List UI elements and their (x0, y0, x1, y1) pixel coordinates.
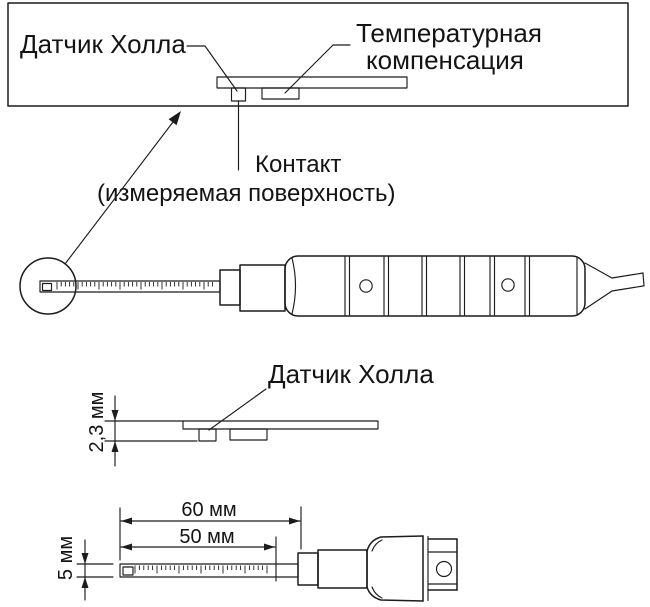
collar-small-dim (297, 552, 319, 586)
thickness-dim-text: 2,3 мм (86, 392, 108, 453)
handle-hole-left (359, 279, 373, 293)
blade-ruler-ticks (56, 282, 213, 290)
dimension-5mm: 5 мм (55, 536, 114, 601)
handle-hole-dim (435, 560, 453, 578)
handle-hole-right (501, 278, 515, 292)
hall-sensor-label-top: Датчик Холла (20, 29, 186, 59)
temp-comp-chip (261, 87, 300, 100)
detail-box-frame (7, 2, 629, 107)
dimension-50mm: 50 мм (120, 526, 277, 582)
detail-box-view: Датчик Холла Температурная компенсация К… (7, 2, 629, 207)
probe-tip-sensor-dim (122, 566, 134, 576)
collar-large-dim (317, 549, 368, 589)
hall-sensor-chip-profile (198, 428, 217, 442)
contact-label-line2: (измеряемая поверхность) (97, 180, 396, 207)
probe-blade-section (216, 76, 408, 89)
blade-ruler-ticks-dim (134, 565, 268, 574)
inner-length-dim-text: 50 мм (179, 526, 234, 548)
probe-blade (39, 280, 221, 293)
probe-tip-sensor (41, 282, 53, 292)
handle-body (284, 255, 586, 317)
contact-label-line1: Контакт (255, 151, 341, 178)
cable-taper (584, 262, 645, 310)
callout-circle (19, 257, 77, 315)
probe-blade-dim (119, 563, 299, 578)
dimension-60mm: 60 мм (119, 499, 302, 561)
temp-comp-leader (284, 44, 351, 94)
blade-profile (182, 420, 379, 430)
outer-length-dim-text: 60 мм (181, 499, 236, 521)
temp-comp-chip-profile (229, 428, 268, 441)
callout-arrow-shaft (64, 121, 174, 265)
temp-comp-label-line2: компенсация (366, 45, 524, 75)
hall-sensor-chip (230, 87, 247, 102)
probe-side-view (19, 111, 645, 317)
blade-width-dim-text: 5 мм (55, 536, 77, 580)
handle-left-cap-line (291, 257, 297, 315)
handle-grip-grooves (344, 256, 531, 316)
hall-sensor-label-mid: Датчик Холла (268, 359, 434, 389)
handle-start-dim (427, 538, 458, 591)
hall-sensor-leader (186, 45, 238, 92)
collar-small (219, 269, 241, 306)
callout-arrow-head (168, 111, 181, 126)
collar-large (239, 264, 286, 312)
sensor-profile-view: Датчик Холла 2,3 мм (86, 359, 434, 467)
probe-dimension-view: 60 мм 50 мм 5 мм (55, 499, 458, 602)
hall-sensor-leader-mid (208, 388, 267, 431)
temp-comp-label-line1: Температурная (356, 18, 542, 48)
chuck-cone (366, 535, 429, 602)
dimension-2-3mm: 2,3 мм (86, 392, 198, 467)
